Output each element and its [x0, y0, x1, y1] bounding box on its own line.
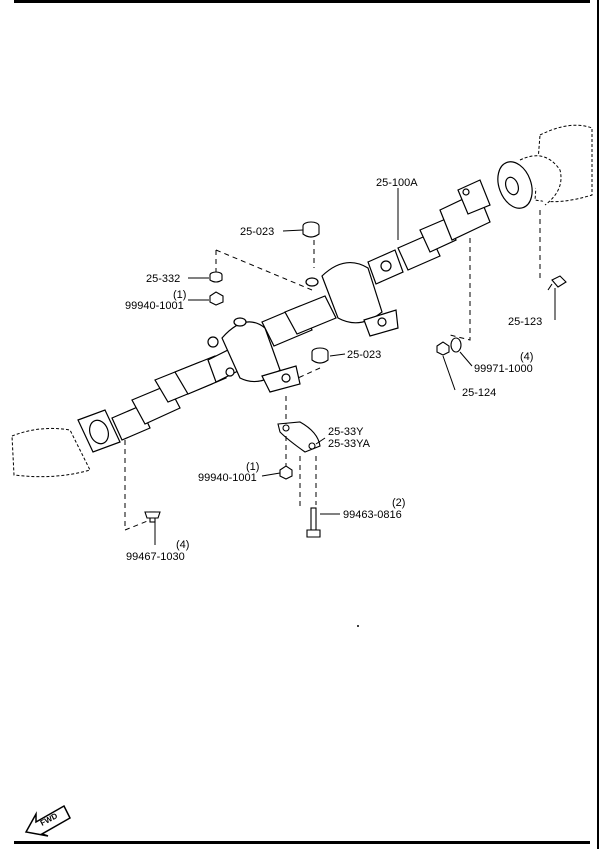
qty-99467: (4): [176, 539, 189, 551]
rear-yoke: [439, 179, 491, 241]
rear-bearing-support: [305, 261, 399, 337]
alignment-lines: [124, 210, 541, 531]
bolt-25-123: [547, 275, 567, 291]
label-25-023-lower: 25-023: [347, 349, 381, 361]
label-25-123: 25-123: [508, 316, 542, 328]
part-labels: 25-100A 25-023 25-332 (1) 99940-1001 25-…: [125, 177, 542, 563]
nut-upper: [209, 291, 224, 306]
label-25-023-upper: 25-023: [240, 226, 274, 238]
label-25-100A: 25-100A: [376, 177, 418, 189]
label-99940-upper: 99940-1001: [125, 300, 184, 312]
bolt-99467: [144, 511, 161, 523]
label-25-33Y: 25-33Y: [328, 426, 364, 438]
stray-dot: [357, 625, 359, 627]
rear-u-joint: [367, 249, 404, 285]
rubber-mount-lower: [311, 347, 329, 364]
qty-99463: (2): [392, 497, 405, 509]
bolt-99463: [306, 507, 321, 538]
nut-25-124: [436, 341, 450, 356]
label-25-33YA: 25-33YA: [328, 438, 371, 450]
label-99463: 99463-0816: [343, 509, 402, 521]
fwd-arrow-icon: FWD: [24, 804, 71, 837]
shaft-assembly: [11, 124, 593, 478]
qty-99940-lower: (1): [246, 461, 259, 473]
bracket-25-33Y: [277, 421, 321, 453]
hardware: [144, 221, 567, 538]
qty-99971: (4): [520, 351, 533, 363]
washer-99971: [450, 337, 462, 353]
leader-lines: [154, 188, 556, 545]
label-99971: 99971-1000: [474, 363, 533, 375]
rear-flange: [497, 161, 533, 209]
middle-tube: [261, 295, 337, 347]
rubber-mount-upper: [302, 221, 320, 238]
spacer-25-332: [209, 271, 223, 283]
front-tube: [111, 355, 227, 441]
bottom-rule: [14, 841, 590, 844]
top-rule: [14, 0, 590, 3]
front-bearing-support: [221, 317, 301, 393]
label-25-124: 25-124: [462, 387, 496, 399]
label-25-332: 25-332: [146, 273, 180, 285]
label-99940-lower: 99940-1001: [198, 472, 257, 484]
qty-99940-upper: (1): [173, 289, 186, 301]
rear-housing: [519, 124, 593, 206]
label-99467: 99467-1030: [126, 551, 185, 563]
nut-lower: [279, 465, 293, 480]
front-flange: [77, 409, 121, 453]
right-rule: [597, 0, 599, 849]
front-housing: [11, 428, 91, 478]
